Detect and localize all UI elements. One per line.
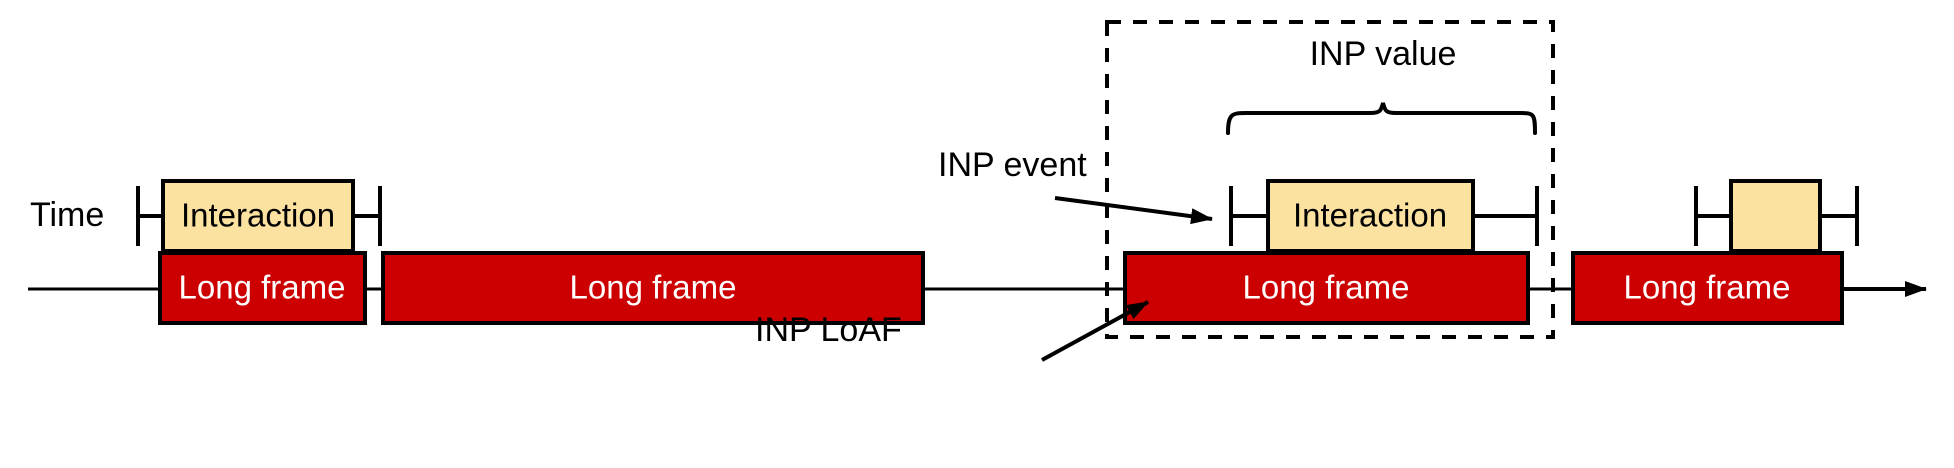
inp-event-label: INP event xyxy=(938,146,1087,184)
interaction-1-whisker xyxy=(136,186,382,246)
long-frame-label: Long frame xyxy=(570,269,737,306)
interaction-label: Interaction xyxy=(181,197,335,234)
interaction-3 xyxy=(1729,179,1822,253)
interaction-2: Interaction xyxy=(1266,179,1475,253)
inp-loaf-leader-arrow xyxy=(1041,300,1149,362)
long-frame-label: Long frame xyxy=(1243,269,1410,306)
long-frame-label: Long frame xyxy=(179,269,346,306)
interaction-1: Interaction xyxy=(161,179,355,253)
long-frame-2: Long frame xyxy=(381,251,925,325)
interaction-3-whisker xyxy=(1694,186,1859,246)
long-frame-4: Long frame xyxy=(1571,251,1844,325)
long-frame-3: Long frame xyxy=(1123,251,1530,325)
long-frame-label: Long frame xyxy=(1624,269,1791,306)
inp-value-label: INP value xyxy=(1310,35,1457,73)
inp-event-leader-arrow xyxy=(1054,196,1213,225)
inp-value-brace xyxy=(1226,102,1537,135)
inp-loaf-label: INP LoAF xyxy=(755,311,902,349)
interaction-2-whisker xyxy=(1229,186,1539,246)
long-frame-1: Long frame xyxy=(158,251,367,325)
inp-highlight-region xyxy=(1105,20,1555,339)
time-axis-label: Time xyxy=(30,196,104,234)
interaction-label: Interaction xyxy=(1293,197,1447,234)
